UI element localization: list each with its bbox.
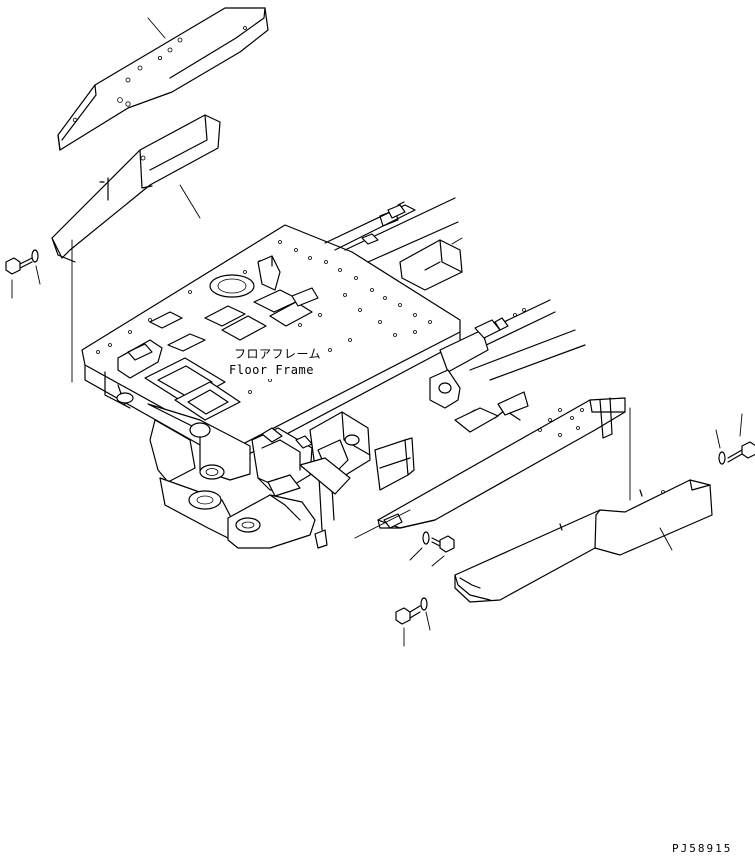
right-bracket-panel — [374, 437, 415, 491]
center-bracket — [251, 411, 371, 497]
bolt-middle — [409, 531, 455, 567]
right-bracket-box — [399, 237, 463, 291]
floor-frame — [81, 224, 461, 464]
floor-frame-label-en: Floor Frame — [229, 363, 314, 377]
right-side-cover — [454, 479, 713, 603]
bolt-right — [715, 413, 755, 465]
leader-right-cover — [659, 527, 673, 551]
right-rail-upper — [324, 197, 459, 263]
diagonal-line-right — [354, 509, 411, 539]
left-side-cover — [51, 114, 221, 263]
right-hook-bracket — [429, 369, 461, 409]
deck-holes — [96, 240, 432, 412]
bolt-lower — [395, 597, 431, 647]
leader-left-cover — [179, 184, 201, 219]
right-rail-middle — [439, 299, 586, 381]
top-cover-plate — [57, 7, 269, 151]
leader-top-cover — [147, 17, 166, 39]
drawing-code: PJ58915 — [672, 842, 732, 855]
bolt-left-upper — [5, 249, 41, 299]
floor-frame-label: フロアフレーム Floor Frame — [229, 343, 326, 379]
floor-frame-label-jp: フロアフレーム — [234, 347, 321, 361]
right-channel — [377, 391, 626, 529]
